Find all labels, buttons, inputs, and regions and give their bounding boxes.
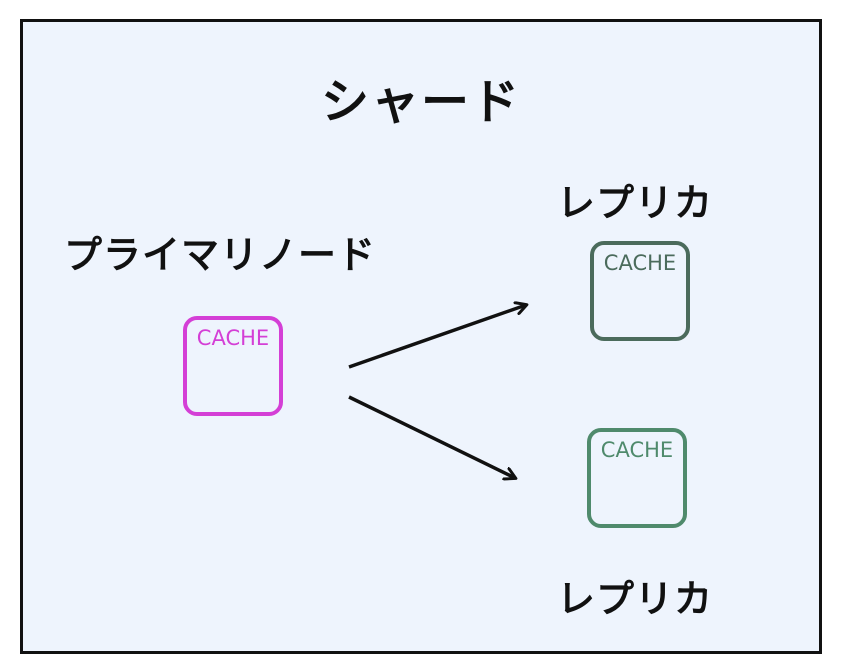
primary-node-label: プライマリノード [64,233,377,277]
shard-title: シャード [320,74,521,130]
replica-bottom-cache-node: CACHE [587,428,687,528]
replica-bottom-cache-badge: CACHE [600,438,674,462]
replica-top-cache-badge: CACHE [603,251,677,275]
shard-container [20,19,822,654]
replica-top-label: レプリカ [557,181,714,225]
primary-cache-badge: CACHE [196,326,270,350]
arrow-to-replica-top [348,305,526,369]
replica-top-cache-node: CACHE [590,241,690,341]
replica-bottom-label: レプリカ [557,577,714,621]
primary-cache-node: CACHE [183,316,283,416]
arrow-to-replica-bottom [348,395,515,478]
